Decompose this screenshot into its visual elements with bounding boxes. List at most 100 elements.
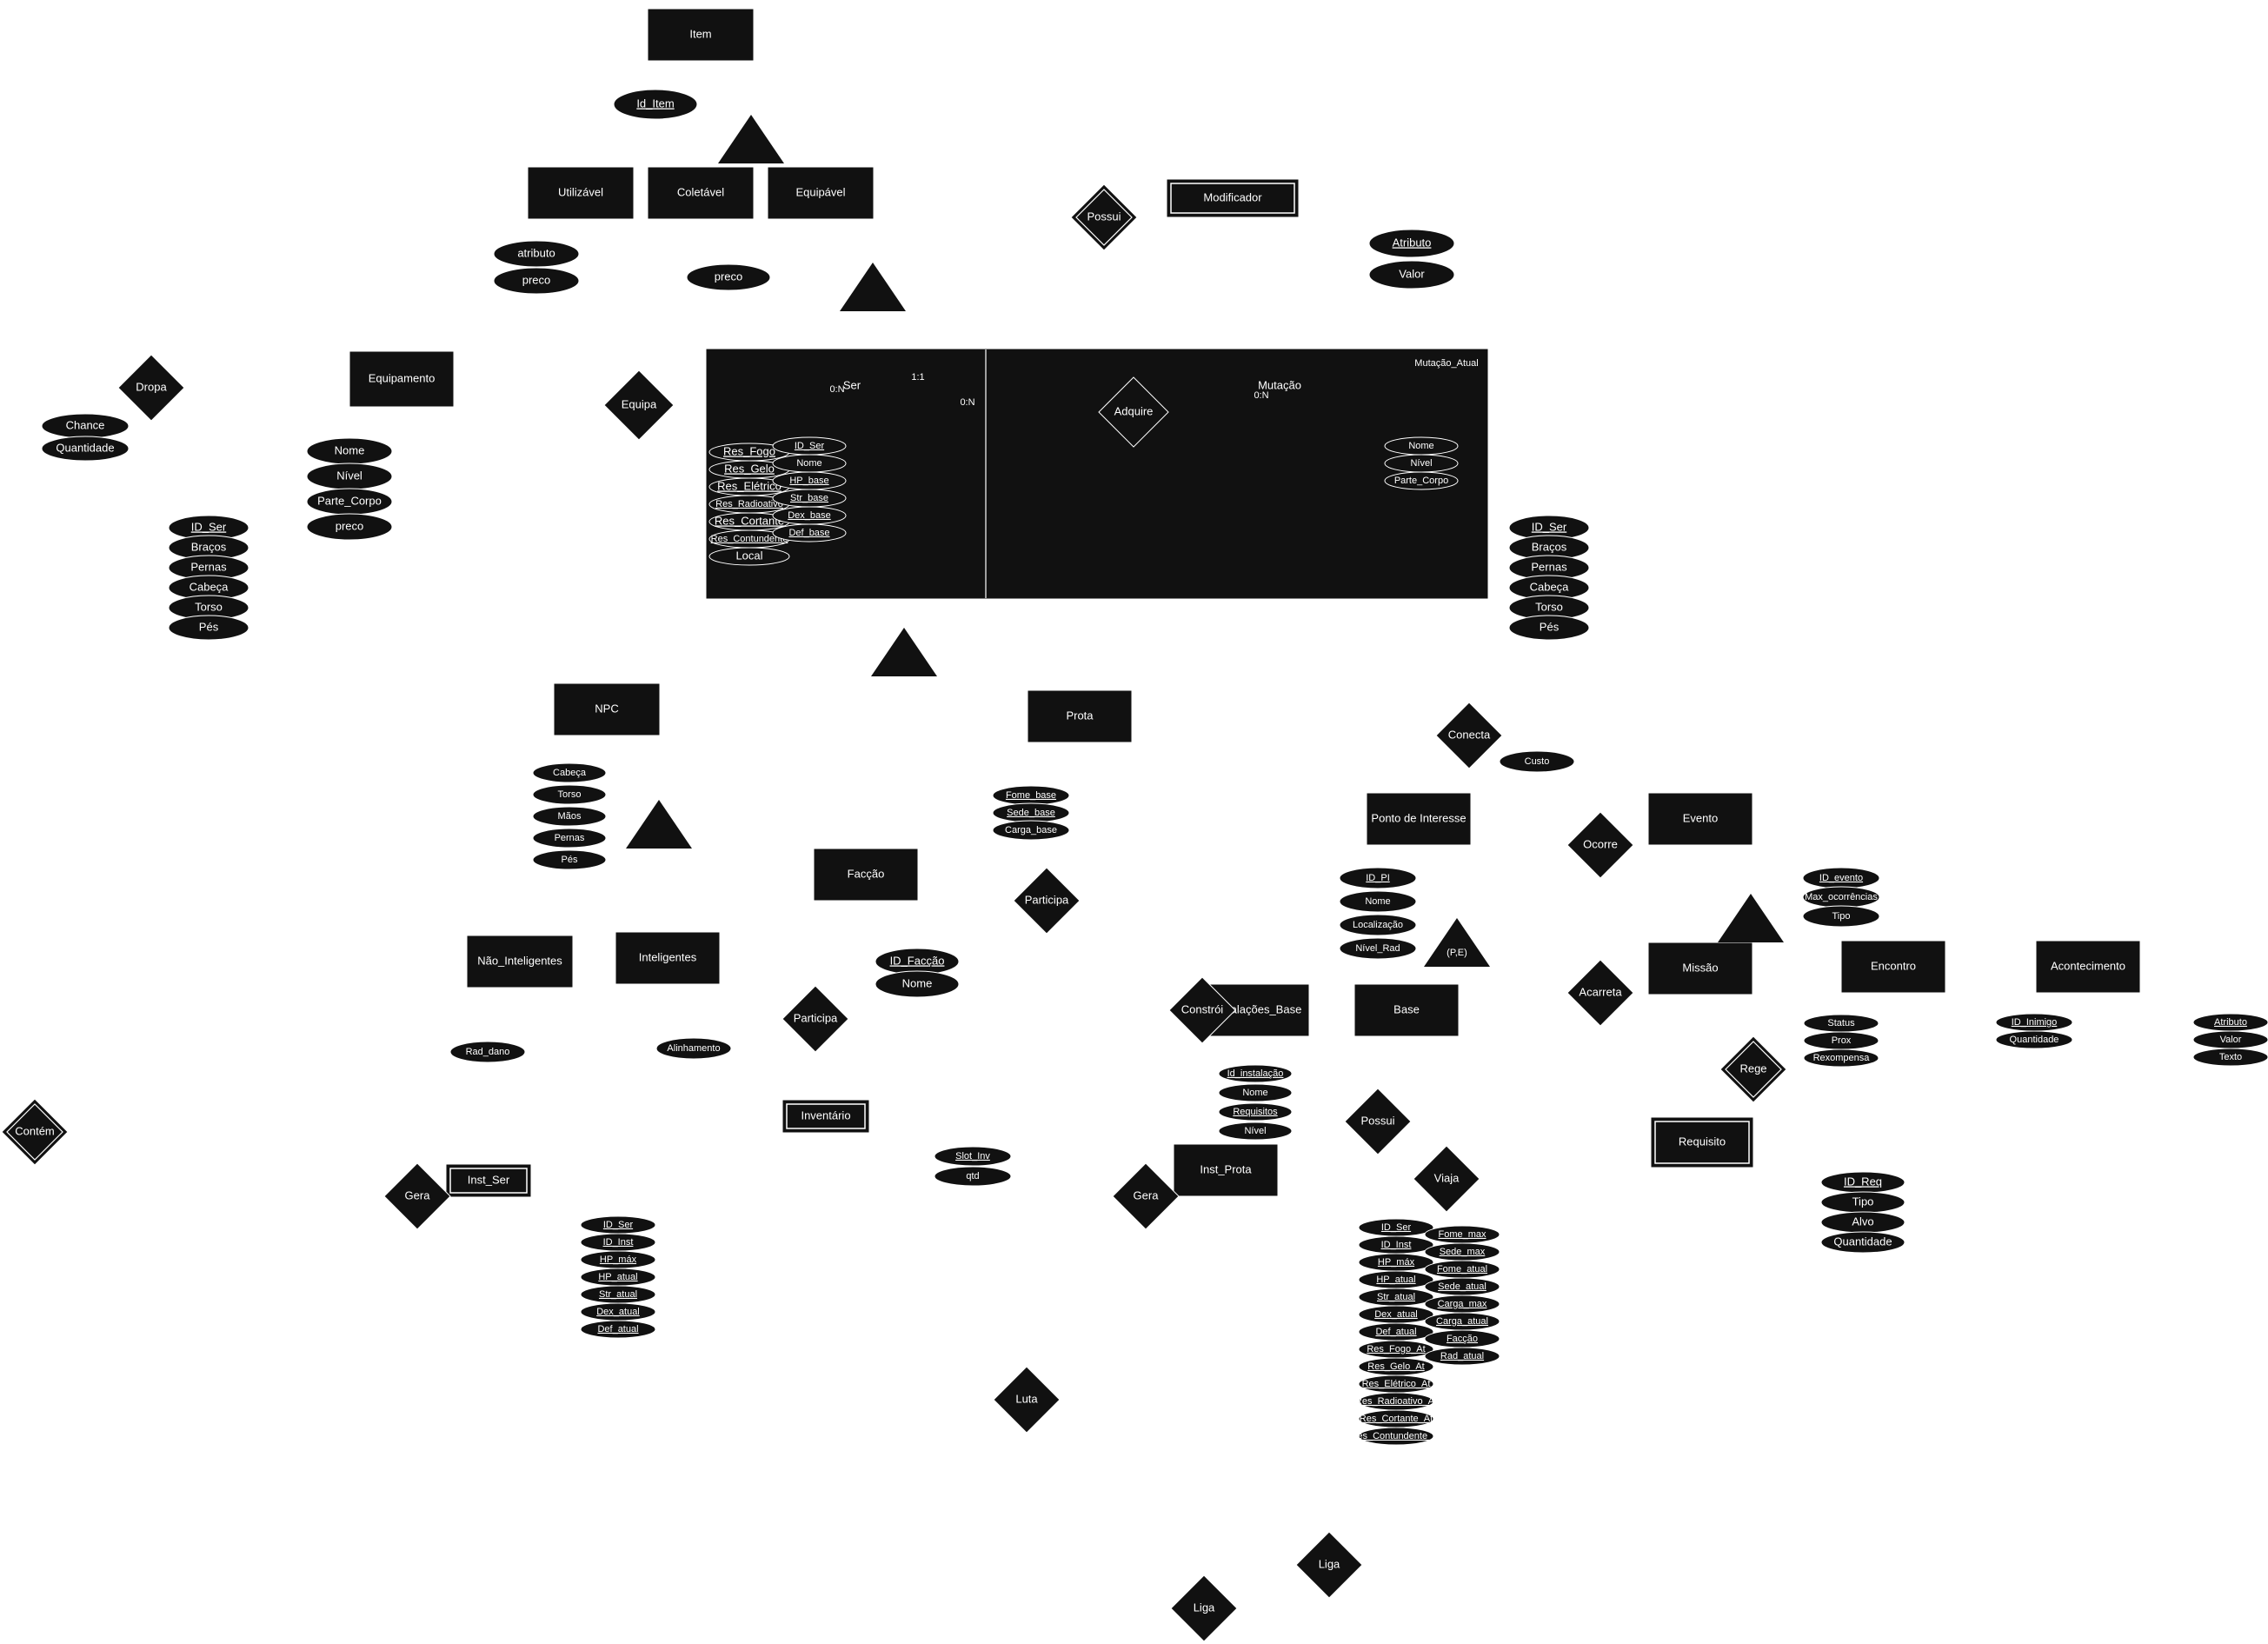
attribute-label-requisito-1: Tipo <box>1852 1195 1874 1208</box>
attribute-label-instalacoes_base-2: Requisitos <box>1233 1107 1278 1117</box>
entity-equipavel: Equipável <box>768 167 874 219</box>
attribute-equipamento-2: Parte_Corpo <box>306 488 393 516</box>
attribute-label-equip_left-2: Pernas <box>190 560 227 573</box>
attribute-label-ponto_interesse-1: Nome <box>1365 896 1390 907</box>
relationship-dropa: Dropa <box>117 354 185 422</box>
attribute-inst_prota_a-2: HP_máx <box>1358 1253 1434 1272</box>
entity-npc: NPC <box>554 683 660 735</box>
entity-label-ser: Ser <box>843 378 861 391</box>
relationship-conecta: Conecta <box>1435 702 1503 769</box>
relationship-equipa: Equipa <box>603 369 675 441</box>
entity-label-acontecimento: Acontecimento <box>2051 959 2125 972</box>
attribute-inst_prota_a-7: Res_Fogo_At <box>1358 1340 1434 1359</box>
attribute-inst_prota_a-10: Res_Radioativo_At <box>1355 1392 1437 1411</box>
attribute-conecta-0: Custo <box>1499 750 1575 773</box>
attribute-prota-2: Carga_base <box>992 820 1070 841</box>
attribute-ponto_interesse-3: Nível_Rad <box>1339 937 1417 960</box>
attribute-label-equip_right-1: Braços <box>1532 540 1567 553</box>
relationship-acarreta: Acarreta <box>1566 959 1634 1027</box>
entity-label-utilizavel: Utilizável <box>558 185 603 198</box>
entity-inteligentes: Inteligentes <box>615 932 720 984</box>
attribute-inst_prota_b-4: Carga_max <box>1424 1295 1500 1314</box>
attribute-label-mutacao-2: Parte_Corpo <box>1394 476 1448 486</box>
relationship-label-liga2: Liga <box>1194 1601 1215 1614</box>
relationship-label-contem: Contém <box>15 1124 55 1137</box>
attribute-inst_ser-1: ID_Inst <box>580 1233 656 1252</box>
attribute-label-inst_prota_a-12: Res_Contundente_At <box>1350 1431 1441 1441</box>
attribute-inst_prota_b-2: Fome_atual <box>1424 1260 1500 1279</box>
entity-label-requisito: Requisito <box>1679 1135 1726 1148</box>
attribute-label-acontecimento-2: Texto <box>2219 1052 2242 1062</box>
attribute-ser_base-5: Def_base <box>772 523 847 542</box>
attribute-equip_left-3: Cabeça <box>168 575 249 601</box>
attribute-label-inst_ser-5: Dex_atual <box>596 1307 640 1317</box>
attribute-instalacoes_base-1: Nome <box>1218 1083 1293 1102</box>
relationship-label-luta: Luta <box>1015 1392 1038 1405</box>
entity-label-equipamento: Equipamento <box>369 371 436 384</box>
attribute-label-ponto_interesse-2: Localização <box>1353 920 1403 930</box>
attribute-npc-0: Cabeça <box>532 762 607 783</box>
relationship-label-liga1: Liga <box>1319 1557 1340 1570</box>
attribute-inst_prota_b-7: Rad_atual <box>1424 1347 1500 1366</box>
attribute-label-ser_base-3: Str_base <box>790 493 828 503</box>
entity-modificador: Modificador <box>1167 179 1299 217</box>
cardinality-ser_left: 0:N <box>829 384 844 395</box>
attribute-inst_ser-0: ID_Ser <box>580 1215 656 1235</box>
attribute-inst_prota_a-0: ID_Ser <box>1358 1218 1434 1237</box>
relationship-label-participa1: Participa <box>1025 893 1069 906</box>
attribute-label-equip_left-1: Braços <box>191 540 227 553</box>
attribute-label-acontecimento-0: Atributo <box>2214 1017 2247 1028</box>
attribute-equip_right-4: Torso <box>1508 595 1590 621</box>
attribute-label-equipamento-3: preco <box>336 519 364 532</box>
attribute-label-requisito-2: Alvo <box>1852 1215 1873 1228</box>
attribute-inst_prota_b-5: Carga_atual <box>1424 1312 1500 1331</box>
attribute-faccao-0: ID_Facção <box>875 948 960 975</box>
attribute-label-evento-2: Tipo <box>1832 911 1851 922</box>
specialization-spec_equipavel <box>840 263 906 311</box>
attribute-label-equipamento-1: Nível <box>336 469 362 482</box>
attribute-inst_prota_b-1: Sede_max <box>1424 1242 1500 1261</box>
attribute-inst_prota_b-6: Facção <box>1424 1329 1500 1348</box>
relationship-label-dropa: Dropa <box>136 380 167 393</box>
attribute-requisito-2: Alvo <box>1820 1211 1906 1234</box>
relationship-label-adquire: Adquire <box>1114 404 1154 417</box>
relationship-label-acarreta: Acarreta <box>1579 985 1622 998</box>
attribute-equip_right-3: Cabeça <box>1508 575 1590 601</box>
relationship-constroi: Constrói <box>1168 976 1236 1044</box>
entity-label-item: Item <box>689 27 711 40</box>
entity-base: Base <box>1354 984 1459 1036</box>
entity-missao: Missão <box>1648 942 1753 995</box>
attribute-inst_ser-2: HP_máx <box>580 1250 656 1269</box>
attribute-label-missao-0: Status <box>1827 1018 1855 1028</box>
relationship-liga1: Liga <box>1295 1531 1363 1599</box>
attribute-label-inst_prota_a-1: ID_Inst <box>1381 1240 1412 1250</box>
attribute-label-inst_ser-4: Str_atual <box>599 1289 637 1300</box>
attribute-label-instalacoes_base-1: Nome <box>1242 1088 1267 1098</box>
relationship-label-ocorre: Ocorre <box>1583 837 1618 850</box>
attribute-label-ser_res-4: Res_Cortante <box>715 514 784 527</box>
attribute-label-prota-1: Sede_base <box>1007 808 1055 818</box>
attribute-inst_prota_b-0: Fome_max <box>1424 1225 1500 1244</box>
attribute-label-ser_base-0: ID_Ser <box>795 441 825 451</box>
entity-utilizavel: Utilizável <box>528 167 634 219</box>
attribute-inteligentes-0: Alinhamento <box>655 1037 732 1060</box>
entity-item: Item <box>648 9 754 61</box>
attribute-acontecimento-0: Atributo <box>2192 1013 2268 1032</box>
relationship-label-gera1: Gera <box>405 1188 431 1201</box>
attribute-label-ponto_interesse-0: ID_PI <box>1366 873 1390 883</box>
attribute-equip_left-0: ID_Ser <box>168 515 249 541</box>
entity-label-modificador: Modificador <box>1203 190 1262 203</box>
attribute-mutacao-2: Parte_Corpo <box>1384 471 1459 490</box>
attribute-label-ser_base-2: HP_base <box>789 476 828 486</box>
attribute-label-dropa-0: Chance <box>66 418 105 431</box>
attribute-inst_prota_a-9: Res_Elétrico_At <box>1358 1374 1434 1394</box>
attribute-utilizavel-0: atributo <box>493 240 580 268</box>
attribute-label-ser_base-1: Nome <box>796 458 821 469</box>
attribute-label-ser_res-5: Res_Contundente <box>711 534 788 544</box>
attribute-npc-2: Mãos <box>532 806 607 827</box>
attribute-label-inst_prota_a-11: Res_Cortante_At <box>1360 1414 1433 1424</box>
attribute-ser_res-0: Res_Fogo <box>708 443 790 462</box>
attribute-requisito-0: ID_Req <box>1820 1171 1906 1194</box>
aggregate-label: Mutação_Atual <box>1414 358 1478 369</box>
